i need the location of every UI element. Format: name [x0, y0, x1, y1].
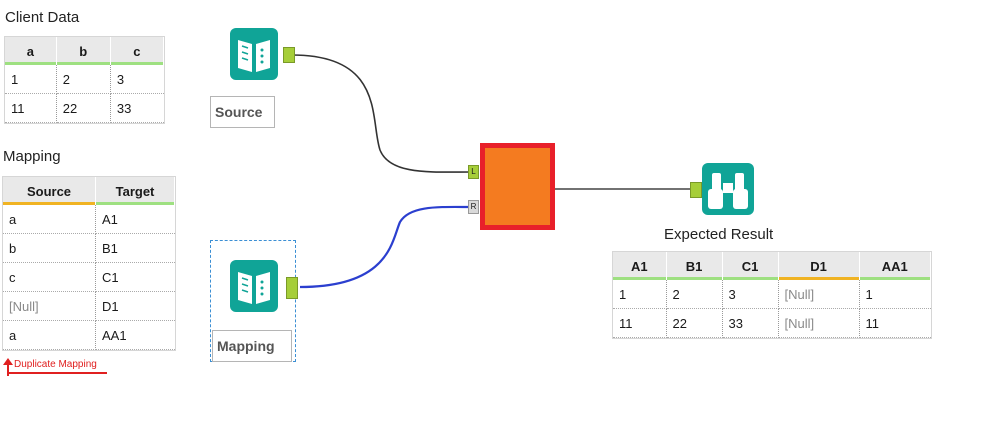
client-data-table: a b c 1 2 3 11 22 33 — [4, 36, 165, 124]
table-cell[interactable]: 33 — [722, 308, 779, 338]
table-cell[interactable]: D1 — [95, 291, 175, 321]
table-cell[interactable]: 33 — [110, 93, 164, 123]
table-row: b B1 — [3, 233, 175, 263]
column-header[interactable]: Source — [3, 177, 96, 205]
column-header[interactable]: C1 — [722, 252, 779, 280]
mapping-output-anchor[interactable] — [286, 277, 298, 299]
table-cell[interactable]: 22 — [666, 308, 723, 338]
expected-result-table: A1 B1 C1 D1 AA1 1 2 3 [Null] 1 11 22 33 … — [612, 251, 932, 339]
column-header[interactable]: D1 — [778, 252, 860, 280]
table-header-row: Source Target — [3, 177, 175, 205]
table-cell[interactable]: b — [3, 233, 96, 263]
table-cell[interactable]: 3 — [722, 280, 779, 309]
mapping-title: Mapping — [3, 148, 61, 165]
table-row: 11 22 33 — [5, 93, 164, 123]
table-row: 11 22 33 [Null] 11 — [613, 308, 931, 338]
client-data-title: Client Data — [5, 9, 80, 26]
source-to-join-wire — [291, 54, 473, 173]
table-cell[interactable]: c — [3, 262, 96, 292]
table-cell[interactable]: A1 — [95, 205, 175, 234]
table-cell[interactable]: 11 — [5, 93, 57, 123]
table-cell[interactable]: a — [3, 205, 96, 234]
column-header[interactable]: b — [56, 37, 111, 65]
expected-result-title: Expected Result — [664, 226, 774, 243]
table-row: c C1 — [3, 262, 175, 292]
table-cell[interactable]: AA1 — [95, 320, 175, 350]
table-cell[interactable]: 2 — [56, 65, 111, 94]
column-header[interactable]: A1 — [613, 252, 667, 280]
source-tool-label: Source — [210, 96, 275, 128]
browse-input-anchor[interactable] — [690, 182, 702, 198]
table-cell[interactable]: 11 — [859, 308, 931, 338]
table-cell[interactable]: 1 — [5, 65, 57, 94]
table-row: [Null] D1 — [3, 291, 175, 321]
join-left-input-anchor[interactable]: L — [468, 165, 479, 179]
table-cell[interactable]: 2 — [666, 280, 723, 309]
table-row: 1 2 3 — [5, 65, 164, 94]
column-header[interactable]: c — [110, 37, 165, 65]
join-right-input-anchor[interactable]: R — [468, 200, 479, 214]
join-tool[interactable] — [480, 143, 555, 230]
table-cell[interactable]: 1 — [613, 280, 667, 309]
table-cell-null[interactable]: [Null] — [778, 308, 860, 338]
table-cell[interactable]: a — [3, 320, 96, 350]
input-data-book-icon[interactable] — [226, 26, 282, 82]
table-row: 1 2 3 [Null] 1 — [613, 280, 931, 309]
column-header[interactable]: B1 — [666, 252, 723, 280]
table-cell[interactable]: B1 — [95, 233, 175, 263]
column-header[interactable]: a — [5, 37, 57, 65]
table-cell[interactable]: 11 — [613, 308, 667, 338]
source-output-anchor[interactable] — [283, 47, 295, 63]
table-cell[interactable]: C1 — [95, 262, 175, 292]
annotation-arrow-icon — [3, 358, 13, 376]
mapping-tool-label: Mapping — [212, 330, 292, 362]
table-cell[interactable]: 22 — [56, 93, 111, 123]
table-header-row: a b c — [5, 37, 165, 65]
table-row: a A1 — [3, 205, 175, 234]
table-cell-null[interactable]: [Null] — [778, 280, 860, 309]
annotation-text: Duplicate Mapping — [14, 359, 97, 370]
mapping-table: Source Target a A1 b B1 c C1 [Null] D1 a… — [2, 176, 176, 351]
input-data-book-icon[interactable] — [226, 258, 282, 314]
binoculars-icon[interactable] — [700, 161, 756, 217]
table-cell[interactable]: 3 — [110, 65, 164, 94]
table-row: a AA1 — [3, 320, 175, 350]
table-cell-null[interactable]: [Null] — [3, 291, 96, 321]
table-header-row: A1 B1 C1 D1 AA1 — [613, 252, 932, 280]
mapping-to-join-wire — [299, 205, 473, 289]
column-header[interactable]: Target — [95, 177, 175, 205]
table-cell[interactable]: 1 — [859, 280, 931, 309]
annotation-underline — [7, 372, 107, 374]
column-header[interactable]: AA1 — [859, 252, 932, 280]
